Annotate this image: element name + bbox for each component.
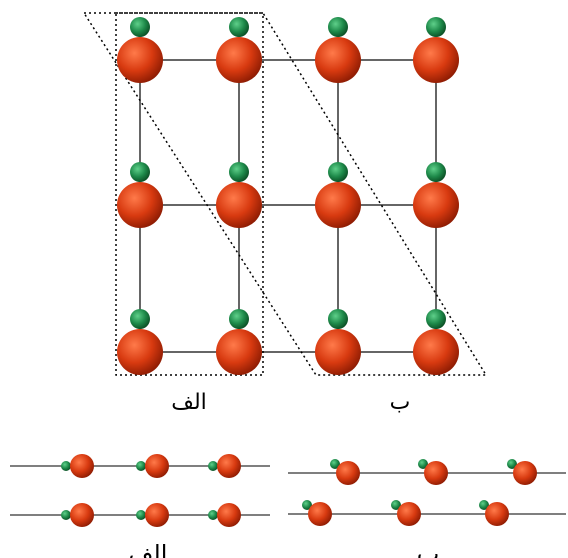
large-atom — [413, 329, 459, 375]
large-atom — [315, 182, 361, 228]
small-atom — [61, 510, 71, 520]
large-atom — [308, 502, 332, 526]
large-atom — [117, 329, 163, 375]
large-atom — [397, 502, 421, 526]
row-view-a-label: الف — [129, 540, 168, 558]
large-atom — [145, 454, 169, 478]
small-atom — [130, 162, 150, 182]
large-atom — [424, 461, 448, 485]
row-view-b — [288, 459, 566, 526]
large-atom — [217, 503, 241, 527]
large-atom — [413, 182, 459, 228]
small-atom — [328, 309, 348, 329]
large-atom — [336, 461, 360, 485]
large-atom — [117, 182, 163, 228]
large-atom — [145, 503, 169, 527]
large-atom — [513, 461, 537, 485]
large-atom — [216, 329, 262, 375]
small-atom — [208, 510, 218, 520]
small-atom — [426, 309, 446, 329]
large-atom — [70, 503, 94, 527]
small-atom — [130, 309, 150, 329]
small-atom — [136, 510, 146, 520]
row-view-a — [10, 454, 270, 527]
large-atom — [70, 454, 94, 478]
small-atom — [229, 17, 249, 37]
large-atom — [216, 182, 262, 228]
large-atom — [117, 37, 163, 83]
small-atom — [229, 309, 249, 329]
small-atom — [328, 162, 348, 182]
small-atom — [130, 17, 150, 37]
lattice-atoms — [117, 17, 459, 375]
cell-a-label: الف — [171, 390, 207, 415]
small-atom — [426, 17, 446, 37]
small-atom — [328, 17, 348, 37]
small-atom — [426, 162, 446, 182]
small-atom — [229, 162, 249, 182]
small-atom — [136, 461, 146, 471]
large-atom — [315, 329, 361, 375]
large-atom — [485, 502, 509, 526]
cell-b-label: ب — [390, 390, 411, 415]
large-atom — [216, 37, 262, 83]
large-atom — [413, 37, 459, 83]
large-atom — [217, 454, 241, 478]
lattice-bonds — [140, 60, 436, 352]
row-view-b-label: ب — [417, 540, 440, 558]
small-atom — [61, 461, 71, 471]
large-atom — [315, 37, 361, 83]
small-atom — [208, 461, 218, 471]
